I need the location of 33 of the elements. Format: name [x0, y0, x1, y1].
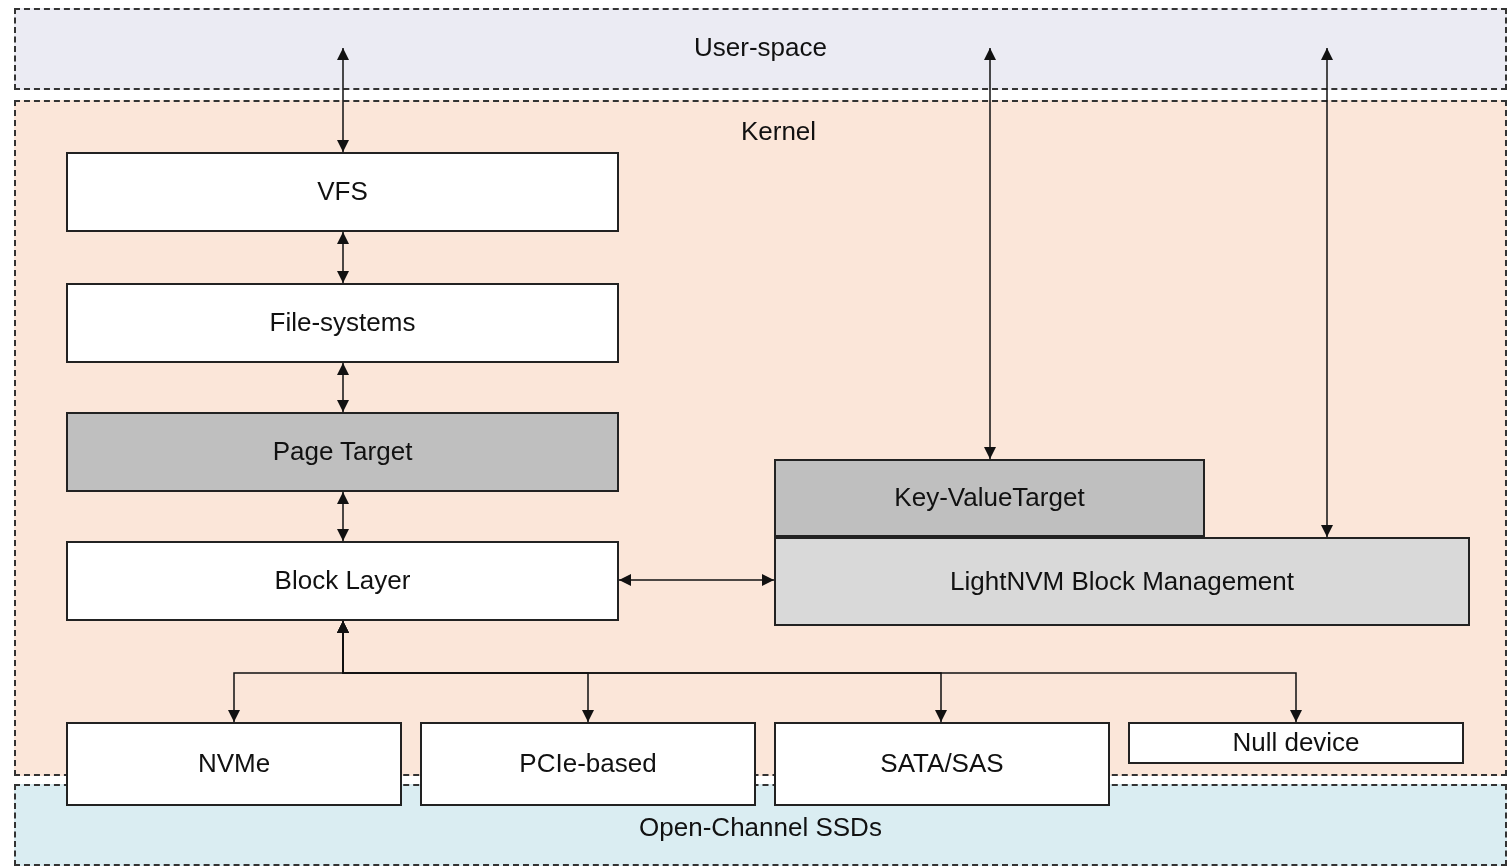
user-space-band [14, 8, 1507, 90]
double-arrow [984, 47, 996, 460]
layer-box [1128, 722, 1464, 764]
double-arrow [337, 491, 349, 542]
layer-box [66, 541, 619, 621]
layer-box [66, 283, 619, 363]
double-arrow [1321, 47, 1333, 538]
band-label: Kernel [740, 116, 817, 146]
double-arrow [618, 574, 775, 586]
layer-box [774, 722, 1110, 806]
layer-box [774, 537, 1470, 626]
layer-label: VFS [317, 176, 368, 208]
kernel-band [14, 100, 1507, 776]
layer-label: Key-ValueTarget [894, 482, 1085, 514]
layer-label: PCIe-based [519, 748, 657, 780]
double-arrow [337, 47, 349, 153]
double-arrow [337, 362, 349, 413]
layer-box [66, 412, 619, 492]
layer-label: Block Layer [274, 565, 411, 597]
layer-label: File-systems [269, 307, 416, 339]
layer-label: LightNVM Block Management [950, 565, 1294, 598]
layer-box [774, 459, 1205, 537]
double-arrow [337, 620, 1302, 723]
layer-box [66, 722, 402, 806]
layer-label: Null device [1232, 727, 1360, 759]
layer-box [66, 152, 619, 232]
layer-label: SATA/SAS [880, 748, 1004, 780]
layer-label: NVMe [197, 748, 271, 780]
band-label: Open-Channel SSDs [639, 812, 882, 842]
layer-label: Page Target [272, 436, 413, 468]
band-label: User-space [694, 32, 827, 62]
layer-box [420, 722, 756, 806]
double-arrow [337, 231, 349, 284]
